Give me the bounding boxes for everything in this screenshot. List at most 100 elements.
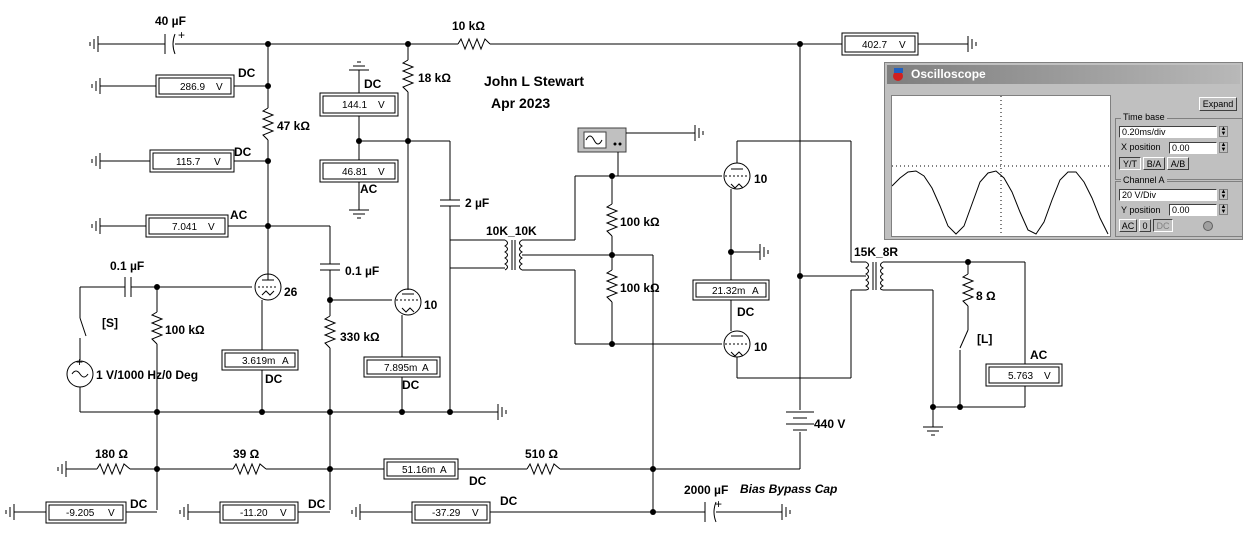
channel-a-group xyxy=(1115,181,1243,237)
battery-440v: 440 V xyxy=(786,44,866,469)
timebase-field[interactable]: 0.20ms/div xyxy=(1119,126,1217,138)
svg-text:AC: AC xyxy=(1030,348,1048,362)
r-330k-label: 330 kΩ xyxy=(340,330,380,344)
oscilloscope-window[interactable]: Oscilloscope Expand Time base 0.20ms/div… xyxy=(884,62,1243,240)
interstage-transformer: 10K_10K 100 kΩ 100 kΩ xyxy=(450,173,722,347)
resistor-10k: 10 kΩ xyxy=(452,19,491,51)
ypos-spinner[interactable]: ▲▼ xyxy=(1219,204,1228,215)
tube-10-driver-label: 10 xyxy=(424,298,438,312)
switch-s-label: [S] xyxy=(102,316,118,330)
meter-7895: 7.895m A DC xyxy=(363,356,441,392)
svg-text:A: A xyxy=(440,465,447,476)
svg-text:A: A xyxy=(752,286,759,297)
volts-div-field[interactable]: 20 V/Div xyxy=(1119,189,1217,201)
tube-26-label: 26 xyxy=(284,285,298,299)
r-load-label: 8 Ω xyxy=(976,289,996,303)
svg-text:3.619m: 3.619m xyxy=(242,356,275,367)
timebase-group xyxy=(1115,118,1243,180)
mode-ab-button[interactable]: A/B xyxy=(1167,157,1189,170)
meter-115: 115.7 V DC xyxy=(149,145,252,173)
bias-chain-wiring: 180 Ω 39 Ω 510 Ω + 2000 µF Bias Bypass C… xyxy=(5,255,837,523)
volts-div-spinner[interactable]: ▲▼ xyxy=(1219,189,1228,200)
r-top-label: 10 kΩ xyxy=(452,19,485,33)
meter-4681: 46.81 V AC xyxy=(319,159,399,196)
meter-3729: -37.29 V DC xyxy=(411,494,518,524)
meter-286: 286.9 V DC xyxy=(155,66,256,98)
ypos-field[interactable]: 0.00 xyxy=(1169,204,1217,216)
r-100k-bot-label: 100 kΩ xyxy=(620,281,660,295)
scope-probe xyxy=(577,124,704,176)
expand-button[interactable]: Expand xyxy=(1199,97,1237,111)
meter-3619: 3.619m A DC xyxy=(221,349,299,386)
svg-text:DC: DC xyxy=(130,497,148,511)
meter-9205: -9.205 V DC xyxy=(45,497,148,524)
svg-text:V: V xyxy=(108,508,115,519)
tube-10-driver: 10 xyxy=(394,288,438,412)
switch-l-label: [L] xyxy=(977,332,992,346)
trigger-indicator-icon xyxy=(1203,221,1213,231)
svg-text:7.895m: 7.895m xyxy=(384,363,417,374)
mode-yt-button[interactable]: Y/T xyxy=(1119,157,1141,170)
coupling-dc-button[interactable]: DC xyxy=(1153,219,1173,232)
svg-text:DC: DC xyxy=(308,497,326,511)
timebase-label: Time base xyxy=(1121,112,1167,122)
mode-ba-button[interactable]: B/A xyxy=(1143,157,1165,170)
svg-text:A: A xyxy=(422,363,429,374)
xpos-field[interactable]: 0.00 xyxy=(1169,142,1217,154)
timebase-spinner[interactable]: ▲▼ xyxy=(1219,126,1228,137)
coupling-ac-button[interactable]: AC xyxy=(1119,219,1137,232)
author-label: John L Stewart xyxy=(484,73,584,89)
svg-text:V: V xyxy=(1044,371,1051,382)
svg-text:V: V xyxy=(280,508,287,519)
tube-10-top: 10 xyxy=(723,140,852,262)
input-stage-wiring: 0.1 µF 100 kΩ [S] + 1 V/1000 Hz/0 Deg xyxy=(66,259,507,510)
top-rail-wiring xyxy=(89,35,977,53)
svg-text:V: V xyxy=(216,82,223,93)
xfmr-interstage-label: 10K_10K xyxy=(486,224,537,238)
bias-note-label: Bias Bypass Cap xyxy=(740,482,837,496)
meter-144: 144.1 V xyxy=(319,92,399,117)
meter-5763: 5.763 V AC xyxy=(985,348,1063,387)
tube-10-top-label: 10 xyxy=(754,172,768,186)
svg-text:5.763: 5.763 xyxy=(1008,371,1033,382)
svg-text:402.7: 402.7 xyxy=(862,40,887,51)
svg-text:-11.20: -11.20 xyxy=(240,508,268,519)
meter-1120: -11.20 V DC xyxy=(219,497,326,524)
r-510-label: 510 Ω xyxy=(525,447,558,461)
tube-10-bottom: 10 xyxy=(723,252,852,379)
oscilloscope-titlebar[interactable]: Oscilloscope xyxy=(887,65,1240,84)
meter-7041: 7.041 V AC xyxy=(145,208,248,238)
r-100k-top-label: 100 kΩ xyxy=(620,215,660,229)
xpos-spinner[interactable]: ▲▼ xyxy=(1219,142,1228,153)
svg-text:V: V xyxy=(208,222,215,233)
coupling-zero-button[interactable]: 0 xyxy=(1139,219,1151,232)
c-2uf-label: 2 µF xyxy=(465,196,489,210)
svg-text:DC: DC xyxy=(234,145,252,159)
svg-text:7.041: 7.041 xyxy=(172,222,197,233)
xfmr-output-label: 15K_8R xyxy=(854,245,898,259)
meter-2132: 21.32m A DC xyxy=(692,279,770,319)
battery-label: 440 V xyxy=(814,417,845,431)
svg-text:46.81: 46.81 xyxy=(342,167,367,178)
svg-text:V: V xyxy=(378,100,385,111)
date-label: Apr 2023 xyxy=(491,95,550,111)
svg-text:DC: DC xyxy=(402,378,420,392)
svg-text:DC: DC xyxy=(265,372,283,386)
svg-text:DC: DC xyxy=(364,77,382,91)
c-coupling-label: 0.1 µF xyxy=(345,264,379,278)
svg-text:DC: DC xyxy=(469,474,487,488)
channel-a-label: Channel A xyxy=(1121,175,1167,185)
r-47k-label: 47 kΩ xyxy=(277,119,310,133)
svg-text:V: V xyxy=(899,40,906,51)
svg-text:144.1: 144.1 xyxy=(342,100,367,111)
svg-text:A: A xyxy=(282,356,289,367)
capacitor-40uf: + 40 µF xyxy=(155,14,186,55)
tube-10-bot-label: 10 xyxy=(754,340,768,354)
left-divider-wiring: 47 kΩ xyxy=(91,44,330,280)
svg-text:DC: DC xyxy=(238,66,256,80)
oscilloscope-trace xyxy=(891,170,1109,235)
r-18k-label: 18 kΩ xyxy=(418,71,451,85)
meter-5116: 51.16m A DC xyxy=(383,458,487,488)
svg-text:286.9: 286.9 xyxy=(180,82,205,93)
